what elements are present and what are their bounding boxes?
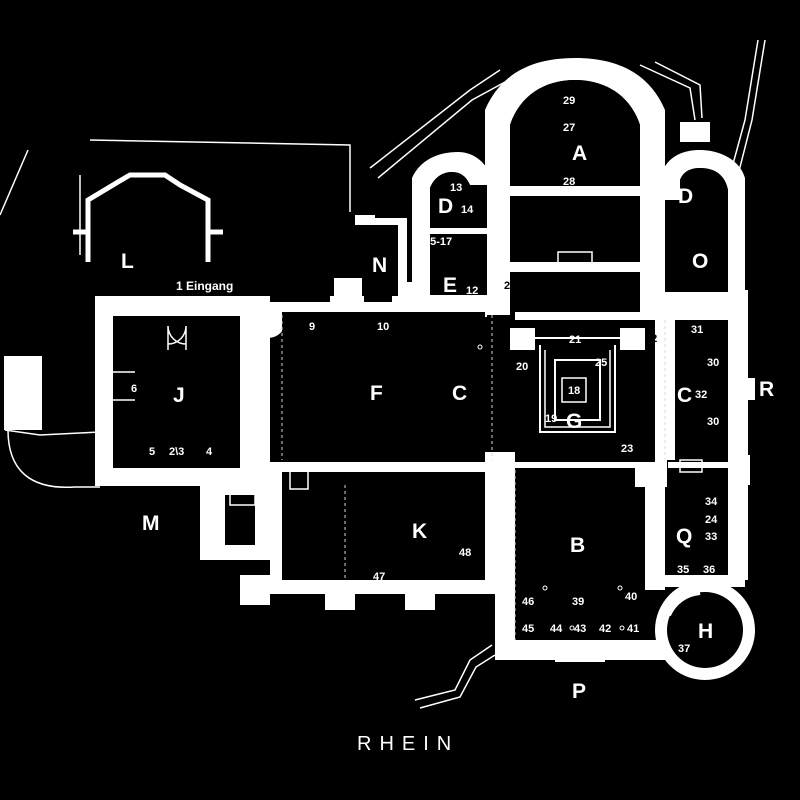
label-J: J (173, 384, 185, 407)
label-R: R (759, 378, 774, 401)
number-label: 28 (563, 176, 575, 188)
entrance-label: 1 Eingang (176, 279, 233, 293)
label-G: G (566, 410, 582, 433)
label-O: O (692, 250, 708, 273)
number-label: 44 (550, 623, 563, 635)
river-label: RHEIN (357, 733, 459, 755)
label-F: F (370, 382, 383, 405)
number-labels: 29 27 28 13 14 15-17 12 26 26 9 11 10 8 … (131, 95, 719, 655)
number-label: 26 (504, 280, 516, 292)
label-D-right: D (678, 185, 693, 208)
number-label: 38 (494, 564, 506, 576)
number-label: 21 (569, 334, 581, 346)
label-H: H (698, 620, 713, 643)
label-P: P (572, 680, 586, 703)
number-label: 43 (574, 623, 586, 635)
number-label: 18 (568, 385, 580, 397)
number-label: 9 (309, 321, 315, 333)
number-label: 30 (707, 357, 719, 369)
number-label: 7 (250, 419, 256, 431)
label-C-right: C (677, 384, 692, 407)
terrain-lines (0, 39, 766, 709)
label-M: M (142, 512, 160, 535)
number-label: 4 (206, 446, 213, 458)
number-label: 41 (627, 623, 639, 635)
number-label: 12 (466, 285, 478, 297)
label-Q: Q (676, 525, 692, 548)
number-label: 23 (621, 443, 633, 455)
walls (95, 58, 755, 680)
label-C-left: C (452, 382, 467, 405)
number-label: 26 (627, 280, 639, 292)
label-N: N (372, 254, 387, 277)
number-label: 11 (340, 325, 352, 337)
number-label: 39 (572, 596, 584, 608)
number-label: 33 (705, 531, 717, 543)
number-label: 20 (516, 361, 528, 373)
number-label: 8 (250, 353, 256, 365)
number-label: 30 (707, 416, 719, 428)
label-L: L (121, 250, 134, 273)
number-label: 2\3 (169, 446, 184, 458)
number-label: 5 (149, 446, 155, 458)
number-label: 24 (705, 514, 718, 526)
interior-details (113, 251, 703, 657)
label-A: A (572, 142, 587, 165)
number-label: 25 (595, 357, 607, 369)
room-labels: A B C C D D E F G H J K L M N O P Q R (121, 142, 774, 703)
label-B: B (570, 534, 585, 557)
number-label: 34 (705, 496, 718, 508)
number-label: 15-17 (424, 236, 452, 248)
number-label: 6 (131, 383, 137, 395)
number-label: 42 (599, 623, 611, 635)
label-E: E (443, 274, 457, 297)
number-label: 37 (678, 643, 690, 655)
room-L-outline (73, 172, 223, 262)
number-label: 22 (645, 333, 657, 345)
number-label: 40 (625, 591, 637, 603)
number-label: 14 (461, 204, 474, 216)
interiors (113, 80, 743, 668)
label-D-left: D (438, 195, 453, 218)
number-label: 31 (691, 324, 703, 336)
number-label: 13 (450, 182, 462, 194)
number-label: 46 (522, 596, 534, 608)
number-label: 48 (459, 547, 471, 559)
number-label: 10 (377, 321, 389, 333)
number-label: 45 (522, 623, 534, 635)
number-label: 47 (373, 571, 385, 583)
number-label: 35 (677, 564, 689, 576)
number-label: 36 (703, 564, 715, 576)
number-label: 32 (695, 389, 707, 401)
number-label: 19 (545, 413, 557, 425)
number-label: 29 (563, 95, 575, 107)
label-K: K (412, 520, 427, 543)
number-label: 27 (563, 122, 575, 134)
